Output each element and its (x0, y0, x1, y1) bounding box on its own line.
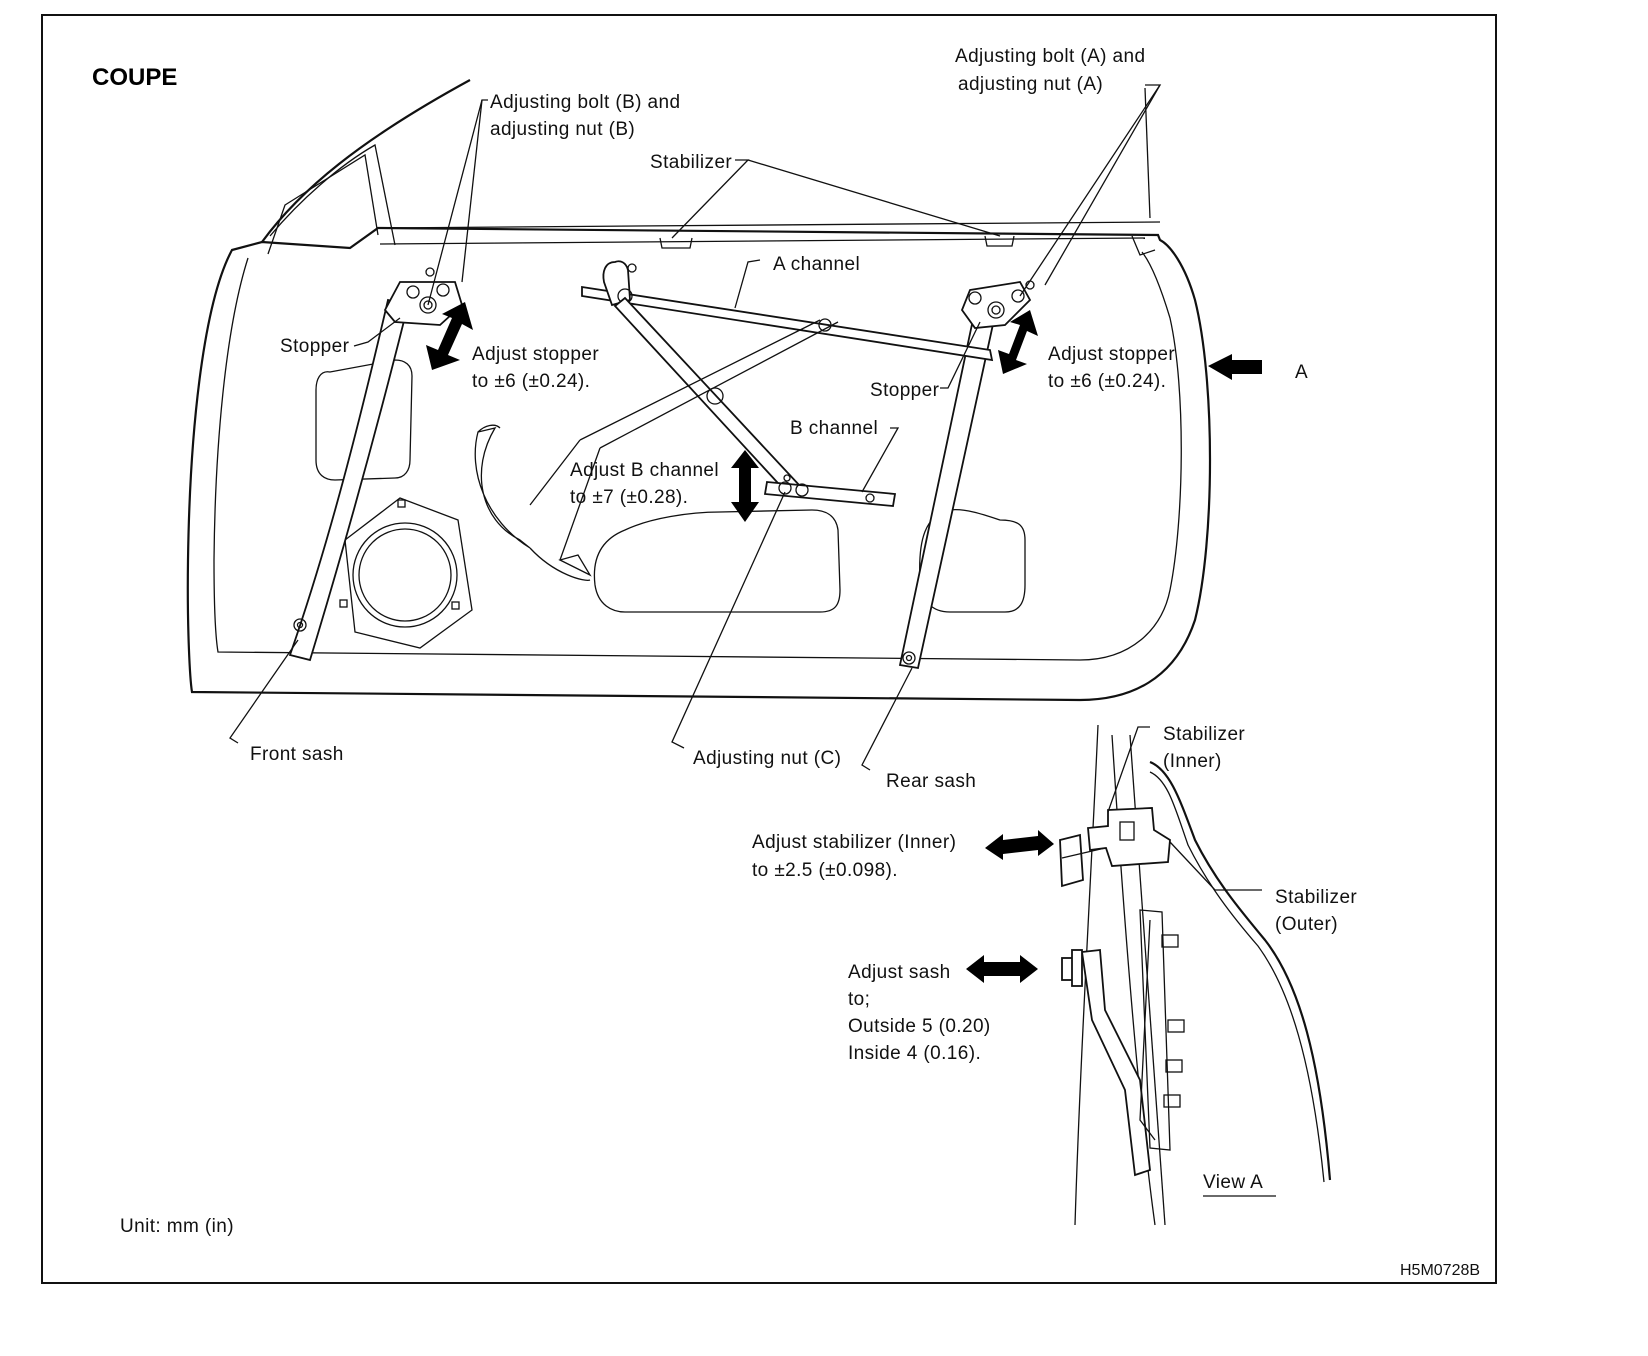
adjust-stabilizer-inner-label-1: Adjust stabilizer (Inner) (752, 832, 956, 853)
adjusting-bolt-a-label-2: adjusting nut (A) (958, 74, 1103, 95)
diagram-title: COUPE (92, 64, 177, 91)
rear-sash-label: Rear sash (886, 771, 976, 792)
leader-lines (229, 84, 1262, 891)
adjust-stopper-left-label-1: Adjust stopper (472, 344, 599, 365)
stopper-adjust-arrow-right (998, 310, 1038, 374)
adjust-sash-label-3: Outside 5 (0.20) (848, 1016, 991, 1037)
stabilizer-inner-label-1: Stabilizer (1163, 724, 1245, 745)
adjusting-bolt-b-label-2: adjusting nut (B) (490, 119, 635, 140)
unit-note: Unit: mm (in) (120, 1216, 234, 1237)
stabilizer-inner-label-2: (Inner) (1163, 751, 1222, 772)
labels: Adjusting bolt (B) and adjusting nut (B)… (120, 46, 1480, 1279)
adjust-sash-label-4: Inside 4 (0.16). (848, 1043, 981, 1064)
rear-sash (898, 280, 1035, 670)
front-sash-label: Front sash (250, 744, 344, 765)
stabilizer-inner-adjust-arrow (985, 830, 1054, 860)
stabilizer-label: Stabilizer (650, 152, 732, 173)
stabilizer-outer-label-1: Stabilizer (1275, 887, 1357, 908)
front-sash (288, 267, 464, 662)
figure-code: H5M0728B (1400, 1262, 1480, 1279)
view-a-detail (1059, 724, 1332, 1226)
adjust-stopper-right-label-1: Adjust stopper (1048, 344, 1175, 365)
b-channel-adjust-arrow (731, 450, 759, 522)
stopper-adjust-arrow-left (426, 302, 473, 370)
adjust-sash-label-1: Adjust sash (848, 962, 951, 983)
figure-frame (41, 14, 1497, 1284)
view-a-arrow (1208, 354, 1262, 380)
window-regulator (579, 260, 994, 507)
adjusting-bolt-a-label-1: Adjusting bolt (A) and (955, 46, 1145, 67)
stopper-right-label: Stopper (870, 380, 940, 401)
a-channel-label: A channel (773, 254, 860, 275)
adjust-stopper-left-label-2: to ±6 (±0.24). (472, 371, 590, 392)
b-channel-label: B channel (790, 418, 878, 439)
sash-adjust-arrow (966, 955, 1038, 983)
adjust-stabilizer-inner-label-2: to ±2.5 (±0.098). (752, 860, 898, 881)
view-a-label: View A (1203, 1172, 1263, 1193)
stabilizer-outer-label-2: (Outer) (1275, 914, 1338, 935)
adjusting-bolt-b-label-1: Adjusting bolt (B) and (490, 92, 680, 113)
view-a-arrow-label: A (1295, 362, 1308, 383)
adjusting-nut-c-label: Adjusting nut (C) (693, 748, 841, 769)
adjust-b-channel-label-1: Adjust B channel (570, 460, 719, 481)
door-panel (186, 79, 1212, 702)
adjust-sash-label-2: to; (848, 989, 870, 1010)
adjust-b-channel-label-2: to ±7 (±0.28). (570, 487, 688, 508)
stopper-left-label: Stopper (280, 336, 350, 357)
adjust-stopper-right-label-2: to ±6 (±0.24). (1048, 371, 1166, 392)
